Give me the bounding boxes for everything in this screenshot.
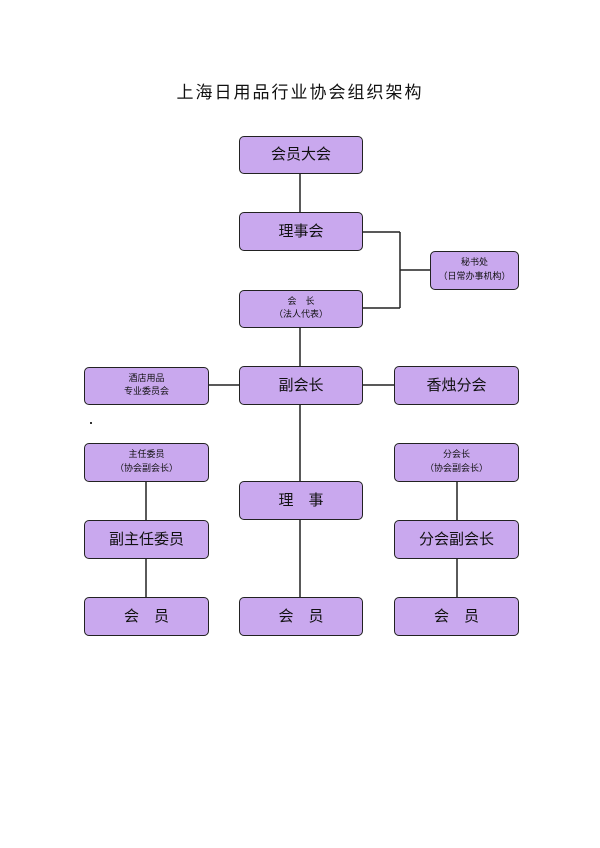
stray-dot xyxy=(90,422,92,424)
page-title: 上海日用品行业协会组织架构 xyxy=(176,83,424,103)
node-hotel-committee-line-1: 酒店用品 xyxy=(128,373,165,384)
node-deputy-director-label: 副主任委员 xyxy=(108,529,184,548)
node-vice-president-label: 副会长 xyxy=(278,375,324,394)
node-member-center-label: 会 员 xyxy=(278,606,324,625)
node-branch-president-line-2: （协会副会长） xyxy=(424,463,488,474)
node-member-right: 会 员 xyxy=(394,597,519,636)
node-branch-president-line-1: 分会长 xyxy=(442,450,470,461)
node-branch-vice-president: 分会副会长 xyxy=(394,520,519,559)
node-branch-president: 分会长 （协会副会长） xyxy=(394,443,519,482)
node-member-left-label: 会 员 xyxy=(123,606,169,625)
node-council: 理事会 xyxy=(239,212,363,251)
node-general-assembly-label: 会员大会 xyxy=(270,145,331,164)
node-member-right-label: 会 员 xyxy=(433,606,479,625)
node-incense-branch-label: 香烛分会 xyxy=(426,375,487,394)
node-council-label: 理事会 xyxy=(278,221,324,240)
node-secretariat: 秘书处 （日常办事机构） xyxy=(430,251,519,290)
node-member-left: 会 员 xyxy=(84,597,209,636)
node-president: 会 长 （法人代表） xyxy=(239,290,363,328)
node-director-line-2: （协会副会长） xyxy=(114,463,178,474)
node-vice-president: 副会长 xyxy=(239,366,363,405)
node-secretariat-line-1: 秘书处 xyxy=(460,258,488,269)
node-hotel-committee: 酒店用品 专业委员会 xyxy=(84,367,209,405)
node-general-assembly: 会员大会 xyxy=(239,136,363,174)
node-member-center: 会 员 xyxy=(239,597,363,636)
node-branch-vice-president-label: 分会副会长 xyxy=(418,529,494,548)
node-president-line-1: 会 长 xyxy=(287,296,315,307)
node-secretariat-line-2: （日常办事机构） xyxy=(438,271,511,282)
node-deputy-director: 副主任委员 xyxy=(84,520,209,559)
node-president-line-2: （法人代表） xyxy=(273,310,328,320)
node-director: 主任委员 （协会副会长） xyxy=(84,443,209,482)
node-board-member: 理 事 xyxy=(239,481,363,520)
node-incense-branch: 香烛分会 xyxy=(394,366,519,405)
node-board-member-label: 理 事 xyxy=(278,490,324,509)
node-hotel-committee-line-2: 专业委员会 xyxy=(123,387,169,397)
node-director-line-1: 主任委员 xyxy=(128,450,165,461)
